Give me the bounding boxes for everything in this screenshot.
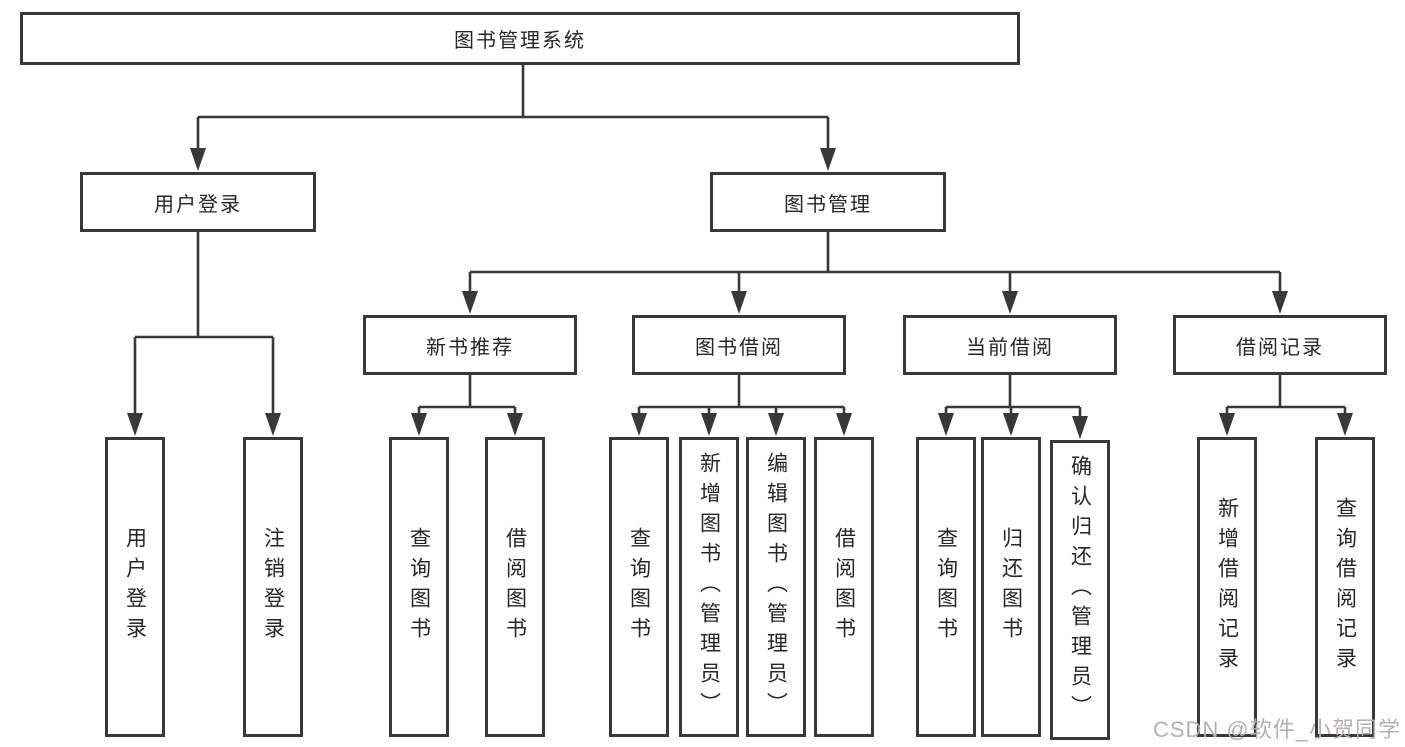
leaf-confirm-return-admin: 确认归还（管理员）	[1050, 440, 1110, 740]
leaf-query-books-borrowing-label: 查询图书	[627, 527, 651, 647]
leaf-query-books-current: 查询图书	[916, 437, 976, 737]
leaf-query-books-recommend-label: 查询图书	[407, 527, 431, 647]
leaf-edit-book-admin-label: 编辑图书（管理员）	[764, 452, 788, 722]
node-book-borrowing-label: 图书借阅	[695, 336, 783, 359]
node-new-book-recommend-label: 新书推荐	[426, 336, 514, 359]
node-current-borrowing-label: 当前借阅	[966, 336, 1054, 359]
node-new-book-recommend: 新书推荐	[363, 315, 577, 375]
node-current-borrowing: 当前借阅	[903, 315, 1117, 375]
csdn-watermark: CSDN @软件_小贺同学	[1152, 717, 1401, 742]
node-library-system: 图书管理系统	[20, 12, 1020, 65]
leaf-return-book-label: 归还图书	[999, 527, 1023, 647]
leaf-borrow-books-borrowing-label: 借阅图书	[832, 527, 856, 647]
node-book-borrowing: 图书借阅	[632, 315, 846, 375]
node-borrowing-records: 借阅记录	[1173, 315, 1387, 375]
node-user-login-label: 用户登录	[154, 193, 242, 216]
node-borrowing-records-label: 借阅记录	[1236, 336, 1324, 359]
leaf-query-books-current-label: 查询图书	[934, 527, 958, 647]
leaf-borrow-books-borrowing: 借阅图书	[814, 437, 874, 737]
leaf-query-books-borrowing: 查询图书	[609, 437, 669, 737]
leaf-query-borrow-record-label: 查询借阅记录	[1333, 497, 1357, 677]
leaf-user-login-label: 用户登录	[123, 527, 147, 647]
leaf-confirm-return-admin-label: 确认归还（管理员）	[1068, 455, 1092, 725]
leaf-user-login: 用户登录	[105, 437, 165, 737]
node-book-management: 图书管理	[710, 172, 946, 232]
leaf-borrow-books-recommend-label: 借阅图书	[503, 527, 527, 647]
leaf-return-book: 归还图书	[981, 437, 1041, 737]
leaf-query-books-recommend: 查询图书	[389, 437, 449, 737]
node-book-management-label: 图书管理	[784, 193, 872, 216]
leaf-add-book-admin: 新增图书（管理员）	[679, 437, 739, 737]
leaf-add-borrow-record-label: 新增借阅记录	[1215, 497, 1239, 677]
leaf-add-borrow-record: 新增借阅记录	[1197, 437, 1257, 737]
leaf-add-book-admin-label: 新增图书（管理员）	[697, 452, 721, 722]
node-library-system-label: 图书管理系统	[454, 30, 586, 52]
leaf-borrow-books-recommend: 借阅图书	[485, 437, 545, 737]
leaf-logout: 注销登录	[243, 437, 303, 737]
leaf-edit-book-admin: 编辑图书（管理员）	[746, 437, 806, 737]
leaf-logout-label: 注销登录	[261, 527, 285, 647]
leaf-query-borrow-record: 查询借阅记录	[1315, 437, 1375, 737]
node-user-login: 用户登录	[80, 172, 316, 232]
